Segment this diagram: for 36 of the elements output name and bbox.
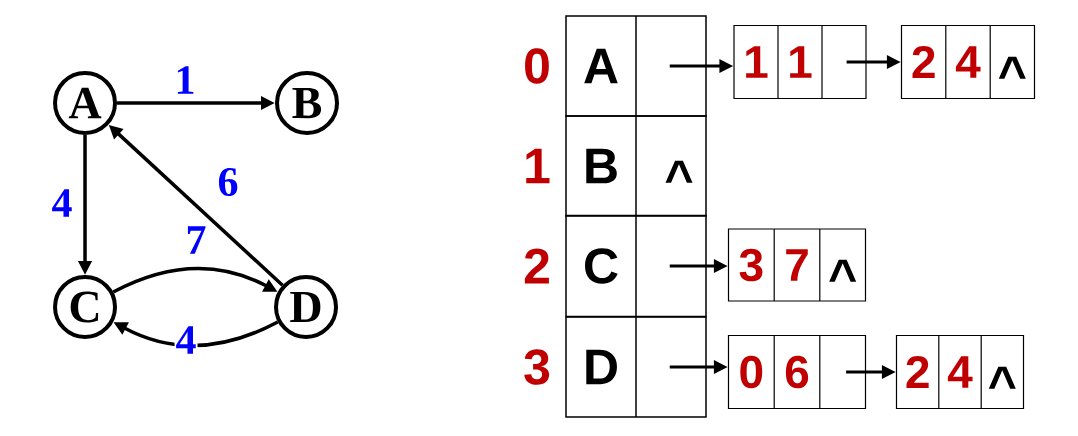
row-index: 2	[524, 248, 549, 284]
null-pointer: ^	[829, 259, 857, 282]
vertex-name: A	[584, 48, 618, 84]
list-node	[727, 228, 867, 302]
cell-value: 2	[906, 355, 929, 389]
cell-value: 2	[912, 45, 935, 79]
cell-value: 4	[955, 46, 981, 78]
cell-value: 4	[947, 356, 973, 388]
edge-label: 4	[174, 325, 198, 355]
list-node	[895, 334, 1025, 410]
edge-label: 7	[184, 225, 208, 255]
cell-value: 0	[740, 355, 763, 389]
cell-value: 6	[785, 355, 809, 389]
null-pointer: ^	[988, 366, 1016, 389]
edge-label: 4	[50, 188, 74, 218]
table-row	[565, 15, 707, 117]
null-pointer: ^	[998, 56, 1026, 79]
row-index: 3	[524, 349, 550, 385]
table-row	[565, 214, 707, 318]
list-node	[900, 24, 1036, 100]
cell-value: 1	[746, 46, 768, 78]
row-index: 1	[526, 148, 550, 184]
null-pointer: ^	[665, 160, 693, 183]
vertex-name: C	[585, 248, 618, 284]
row-index: 0	[525, 48, 549, 84]
edge-label: 6	[216, 166, 240, 198]
vertex-name: B	[586, 148, 617, 184]
list-node	[733, 24, 867, 100]
vertex-name: D	[586, 349, 617, 385]
list-node	[727, 334, 867, 410]
edge-label: 1	[173, 65, 197, 95]
table-row	[565, 115, 707, 217]
cell-value: 1	[790, 46, 812, 78]
cell-value: 3	[739, 248, 763, 282]
table-row	[565, 316, 707, 418]
cell-value: 7	[786, 249, 808, 281]
